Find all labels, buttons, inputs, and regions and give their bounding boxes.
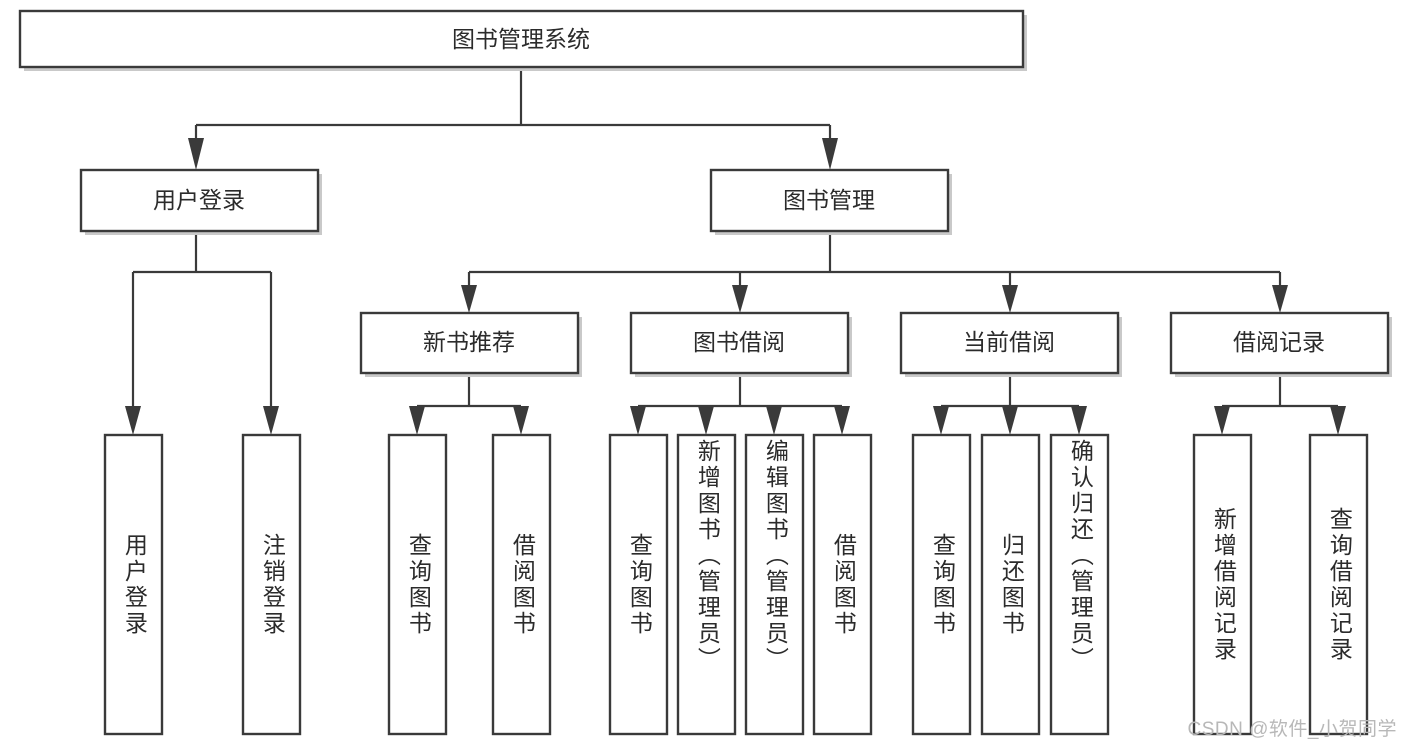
node-user-login-box: [79, 168, 320, 233]
leaf-box-query-book-3[interactable]: [911, 433, 972, 736]
leaf-box-edit-book[interactable]: [744, 433, 805, 736]
node-borrow-record[interactable]: 借阅记录: [1169, 311, 1392, 377]
node-book-borrow-box: [629, 311, 850, 375]
arrowhead-leaf-add-record: [1214, 406, 1230, 435]
node-current-borrow[interactable]: 当前借阅: [899, 311, 1122, 377]
arrowhead-leaf-confirm-return: [1071, 406, 1087, 435]
leaf-box-borrow-book-2[interactable]: [812, 433, 873, 736]
node-new-book-recommend-label: 新书推荐: [423, 329, 515, 355]
arrowhead-leaf-user-login: [125, 406, 141, 435]
arrowhead-current-borrow: [1002, 285, 1018, 313]
node-new-book-recommend-box: [359, 311, 580, 375]
arrowhead-leaf-query-book-2: [630, 406, 646, 435]
connector-group: [125, 67, 1346, 435]
leaf-box-logout[interactable]: [241, 433, 302, 736]
node-user-login-label: 用户登录: [153, 187, 245, 213]
arrowhead-leaf-add-book: [698, 406, 714, 435]
leaf-box-return-book[interactable]: [980, 433, 1041, 736]
leaf-box-add-book[interactable]: [676, 433, 737, 736]
arrowhead-new-book-recommend: [461, 285, 477, 313]
arrowhead-book-management: [822, 138, 838, 170]
leaf-box-confirm-return[interactable]: [1049, 433, 1110, 736]
node-book-borrow-label: 图书借阅: [693, 329, 785, 355]
arrowhead-book-borrow: [732, 285, 748, 313]
leaf-box-add-record[interactable]: [1192, 433, 1253, 736]
node-root[interactable]: 图书管理系统: [18, 9, 1027, 71]
leaf-box-query-book-1[interactable]: [387, 433, 448, 736]
node-book-management[interactable]: 图书管理: [709, 168, 952, 235]
node-book-borrow[interactable]: 图书借阅: [629, 311, 852, 377]
node-borrow-record-label: 借阅记录: [1233, 329, 1325, 355]
arrowhead-leaf-return-book: [1002, 406, 1018, 435]
node-user-login[interactable]: 用户登录: [79, 168, 322, 235]
leaf-box-query-record[interactable]: [1308, 433, 1369, 736]
node-book-management-box: [709, 168, 950, 233]
node-root-box: [18, 9, 1025, 69]
leaf-boxes-group: [103, 433, 1369, 736]
node-current-borrow-label: 当前借阅: [963, 329, 1055, 355]
arrowhead-leaf-borrow-book-1: [513, 406, 529, 435]
arrowhead-borrow-record: [1272, 285, 1288, 313]
node-book-management-label: 图书管理: [783, 187, 875, 213]
node-borrow-record-box: [1169, 311, 1390, 375]
arrowhead-leaf-query-book-1: [409, 406, 425, 435]
arrowhead-user-login: [188, 138, 204, 170]
node-current-borrow-box: [899, 311, 1120, 375]
arrowhead-leaf-query-record: [1330, 406, 1346, 435]
arrowhead-leaf-edit-book: [766, 406, 782, 435]
csdn-watermark: CSDN @软件_小贺同学: [1187, 719, 1397, 740]
leaf-box-query-book-2[interactable]: [608, 433, 669, 736]
arrowhead-leaf-query-book-3: [933, 406, 949, 435]
arrowhead-leaf-borrow-book-2: [834, 406, 850, 435]
node-root-label: 图书管理系统: [452, 26, 590, 52]
leaf-box-borrow-book-1[interactable]: [491, 433, 552, 736]
leaf-box-user-login[interactable]: [103, 433, 164, 736]
arrowhead-leaf-logout: [263, 406, 279, 435]
node-new-book-recommend[interactable]: 新书推荐: [359, 311, 582, 377]
